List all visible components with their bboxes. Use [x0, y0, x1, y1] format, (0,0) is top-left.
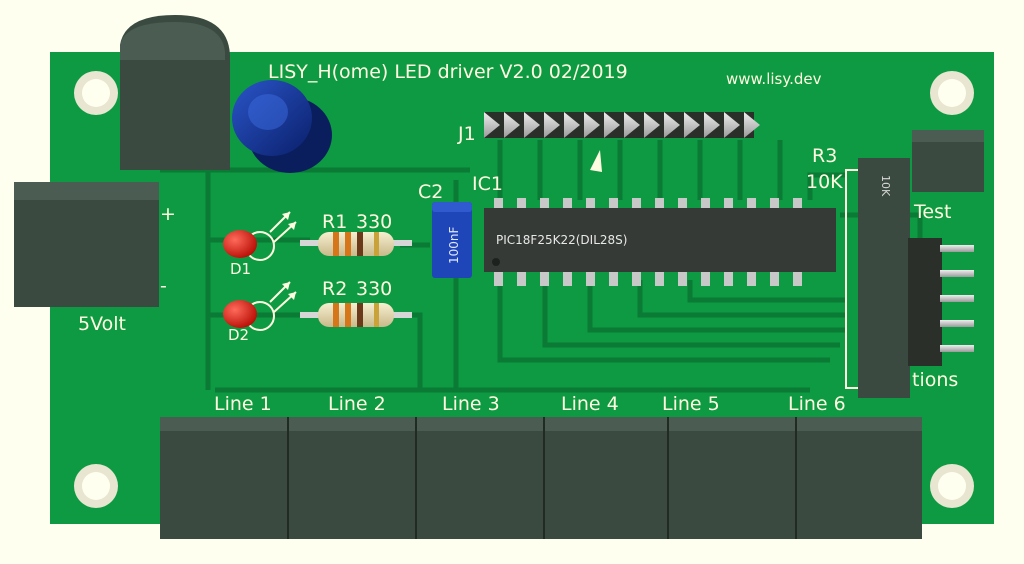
rnet-value-label: 10K	[806, 171, 843, 193]
connector-dividers	[287, 417, 797, 539]
line-connector-6	[796, 417, 922, 539]
options-header	[908, 238, 974, 366]
ic-pin1-dot	[492, 258, 500, 266]
line-label-1: Line 1	[214, 393, 272, 415]
line-label-3: Line 3	[442, 393, 500, 415]
line-label-5: Line 5	[662, 393, 720, 415]
options-label: tions	[912, 369, 958, 391]
line-connector-4	[544, 417, 668, 539]
power-minus-label: -	[160, 275, 167, 297]
resistor-r2	[300, 303, 412, 327]
line-label-6: Line 6	[788, 393, 846, 415]
capacitor-ref-label: C2	[418, 181, 443, 203]
capacitor-value-label: 100nF	[447, 226, 461, 264]
line-connector-1	[160, 417, 288, 539]
resistor-r1-value: 330	[356, 211, 392, 233]
led-d2-label: D2	[228, 326, 249, 344]
resistor-r2-ref: R2	[322, 278, 347, 300]
line-connector-2	[288, 417, 416, 539]
test-button-label: Test	[913, 201, 951, 223]
led-d1	[223, 211, 297, 261]
pin-header-j1	[484, 112, 760, 172]
test-button	[912, 130, 984, 192]
header-label: J1	[457, 123, 476, 145]
ic-body	[484, 208, 836, 272]
voltage-regulator	[120, 15, 230, 170]
line-connector-3	[416, 417, 544, 539]
line-connector-5	[668, 417, 796, 539]
board-title: LISY_H(ome) LED driver V2.0 02/2019	[268, 61, 628, 83]
ic-part-label: PIC18F25K22(DIL28S)	[496, 233, 627, 247]
led-d1-label: D1	[230, 260, 251, 278]
led-d2	[223, 281, 297, 331]
ic-ref-label: IC1	[472, 173, 503, 195]
power-connector	[14, 182, 159, 307]
ceramic-capacitor	[432, 202, 472, 278]
power-voltage-label: 5Volt	[78, 313, 126, 335]
power-plus-label: +	[160, 203, 176, 225]
rnet-ref-label: R3	[812, 145, 837, 167]
rnet-body	[858, 158, 910, 398]
board-url: www.lisy.dev	[726, 70, 822, 88]
ic-pins	[494, 198, 802, 286]
resistor-r1-ref: R1	[322, 211, 347, 233]
rnet-body-label: 10K	[879, 175, 892, 197]
line-label-2: Line 2	[328, 393, 386, 415]
resistor-r1	[300, 232, 412, 256]
resistor-r2-value: 330	[356, 278, 392, 300]
line-label-4: Line 4	[561, 393, 619, 415]
mounting-holes	[74, 71, 974, 508]
electrolytic-capacitor	[232, 80, 332, 173]
